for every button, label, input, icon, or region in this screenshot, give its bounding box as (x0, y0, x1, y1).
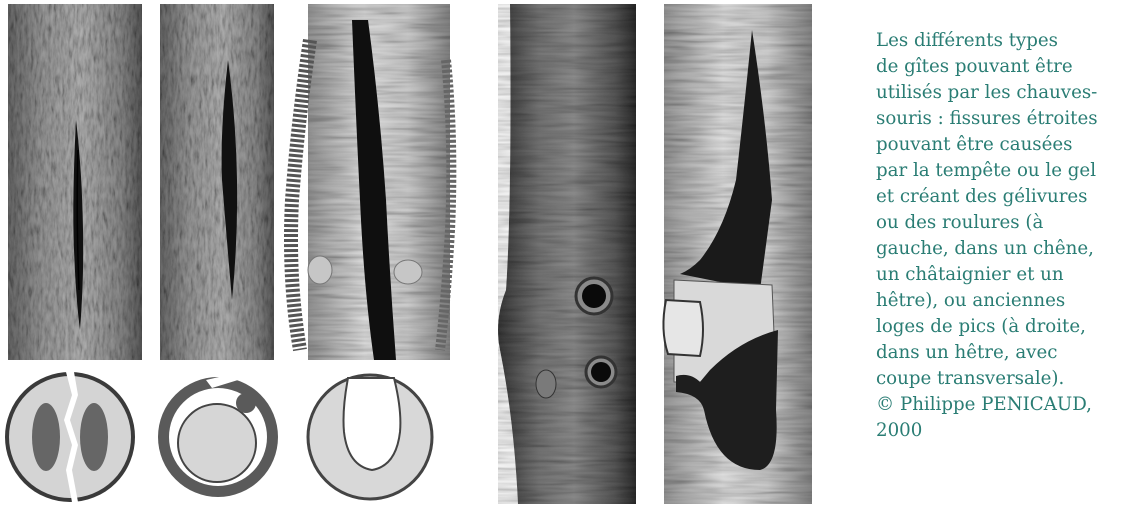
caption-line: coupe transversale). (876, 366, 1116, 392)
caption-line: de gîtes pouvant être (876, 54, 1116, 80)
caption-line: gauche, dans un chêne, (876, 236, 1116, 262)
caption-line: par la tempête ou le gel (876, 158, 1116, 184)
caption-line: pouvant être causées (876, 132, 1116, 158)
woodpecker-holes-trunk (498, 4, 636, 504)
caption-line: et créant des gélivures (876, 184, 1116, 210)
caption-line: un châtaignier et un (876, 262, 1116, 288)
beech-trunk-split (291, 4, 451, 360)
caption-line: utilisés par les chauves- (876, 80, 1116, 106)
caption-line: dans un hêtre, avec (876, 340, 1116, 366)
caption-line: 2000 (876, 418, 1116, 444)
caption-line: hêtre), ou anciennes (876, 288, 1116, 314)
oak-trunk-crack (8, 4, 142, 360)
caption-line: © Philippe PENICAUD, (876, 392, 1116, 418)
caption-line: loges de pics (à droite, (876, 314, 1116, 340)
oak-cross-section (7, 372, 133, 502)
woodpecker-cavity-section (663, 4, 812, 504)
caption-line: souris : fissures étroites (876, 106, 1116, 132)
caption-line: ou des roulures (à (876, 210, 1116, 236)
beech-cross-section (308, 375, 432, 499)
caption-line: Les différents types (876, 28, 1116, 54)
figure-caption: Les différents types de gîtes pouvant êt… (876, 28, 1116, 444)
chestnut-trunk-crack (160, 4, 274, 360)
chestnut-cross-section (158, 374, 278, 497)
